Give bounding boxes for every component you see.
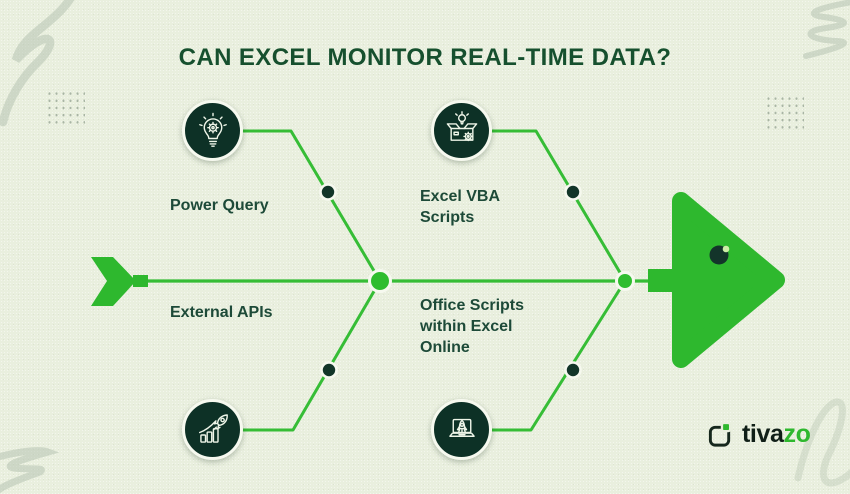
node-bottom-right [564, 361, 582, 379]
branch-circle-power-query [182, 100, 243, 161]
branch-circle-external-apis [182, 399, 243, 460]
tivazo-logo: tivazo [707, 420, 811, 449]
node-bottom-left [320, 361, 338, 379]
brand-text-green: zo [783, 420, 811, 448]
branch-label-office-scripts: Office Scripts within Excel Online [420, 297, 525, 356]
page-title: CAN EXCEL MONITOR REAL-TIME DATA? [178, 44, 672, 71]
arrow-eye-highlight [722, 245, 730, 253]
tivazo-logo-icon [708, 421, 732, 447]
scribble-decoration-top-left [0, 0, 75, 127]
branch-label-excel-vba: Excel VBA Scripts [420, 188, 500, 226]
dot-grid-decoration-left [46, 90, 85, 128]
spiral-decoration-top-right [803, 0, 850, 59]
flourish-decoration-bottom-right [794, 398, 850, 487]
node-top-left [319, 183, 337, 201]
branch-circle-excel-vba [431, 100, 492, 161]
brand-wordmark: tivazo [742, 420, 811, 449]
branch-label-power-query: Power Query [170, 197, 269, 214]
branch-circle-office-scripts [431, 399, 492, 460]
box-idea-gear-icon [446, 110, 477, 141]
rocket-bar-chart-icon [198, 413, 228, 443]
branch-label-external-apis: External APIs [170, 304, 273, 321]
lightbulb-gear-icon [198, 112, 227, 147]
brand-text-dark: tiva [742, 420, 784, 448]
node-top-right [564, 183, 582, 201]
scribble-decoration-bottom-left [0, 447, 60, 494]
right-arrow-shape [648, 192, 785, 368]
node-spine-center [368, 269, 392, 293]
left-arrow-shape [91, 257, 148, 306]
node-spine-right [615, 271, 635, 291]
dot-grid-decoration-right [765, 95, 804, 133]
laptop-rocket-icon [448, 418, 475, 437]
